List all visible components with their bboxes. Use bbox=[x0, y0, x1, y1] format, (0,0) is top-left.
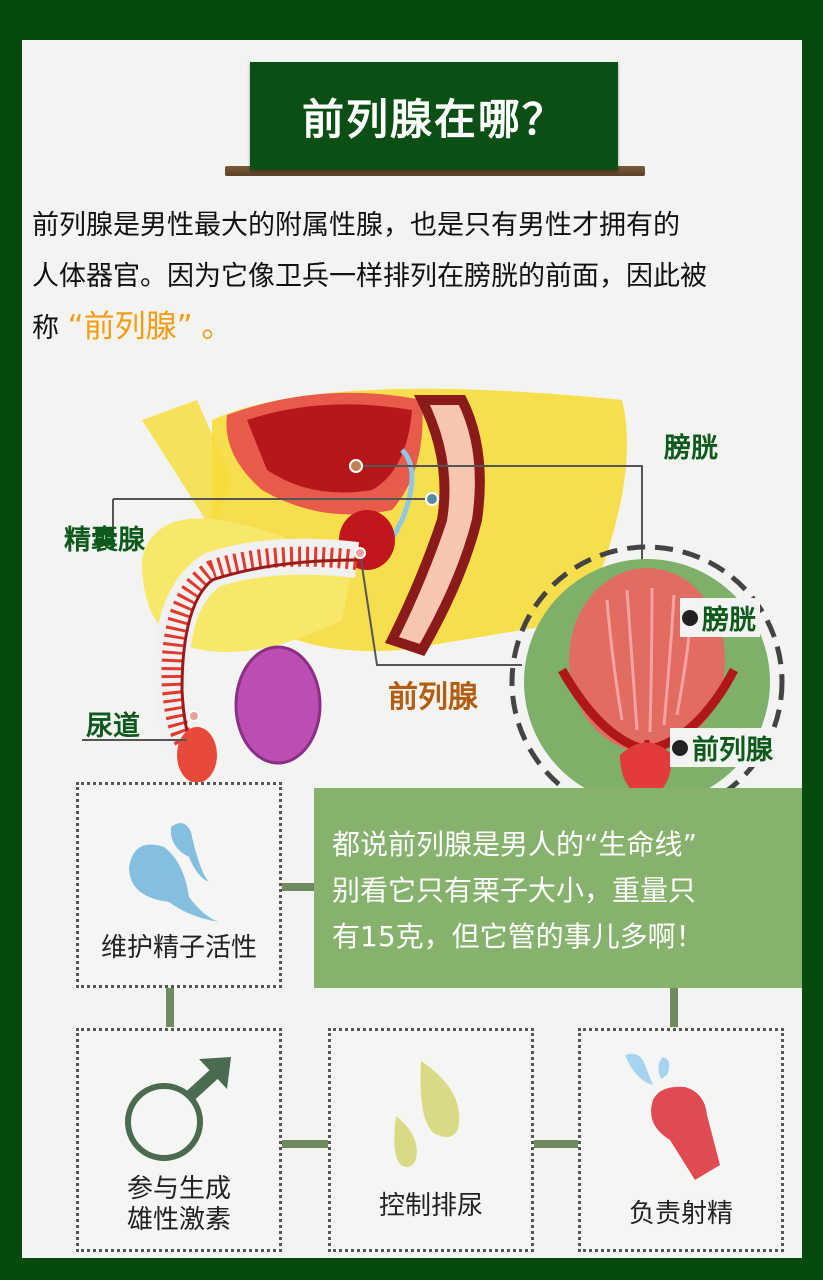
function-label: 控制排尿 bbox=[378, 1191, 483, 1221]
label-prostate: 前列腺 bbox=[388, 680, 478, 715]
function-card-hormone: 参与生成 雄性激素 bbox=[76, 1028, 282, 1252]
label-urethra: 尿道 bbox=[86, 711, 140, 742]
callout-box: 都说前列腺是男人的“生命线” 别看它只有栗子大小，重量只 有15克，但它管的事儿… bbox=[314, 788, 802, 988]
pubic-bone-shape bbox=[142, 400, 232, 530]
function-label: 维护精子活性 bbox=[100, 933, 257, 963]
title-board: 前列腺在哪？ bbox=[250, 62, 618, 170]
inset-label-prostate: 前列腺 bbox=[670, 728, 777, 767]
function-card-ejaculation: 负责射精 bbox=[578, 1028, 784, 1252]
function-label: 参与生成 雄性激素 bbox=[126, 1174, 231, 1235]
bullet-icon bbox=[672, 739, 688, 756]
inset-dashed-ring bbox=[509, 544, 785, 800]
label-bladder: 膀胱 bbox=[664, 433, 718, 464]
ejaculation-icon bbox=[625, 1053, 720, 1180]
label-seminal-vesicle: 精囊腺 bbox=[64, 525, 145, 556]
anatomy-diagram bbox=[82, 388, 785, 800]
connector bbox=[670, 985, 678, 1027]
testicle-shape bbox=[234, 645, 322, 765]
infographic-panel: 前列腺在哪？ 前列腺是男性最大的附属性腺，也是只有男性才拥有的 人体器官。因为它… bbox=[22, 40, 802, 1258]
inset-label-bladder: 膀胱 bbox=[680, 598, 760, 637]
intro-line-3: 称 “前列腺” 。 bbox=[32, 309, 233, 345]
function-label: 负责射精 bbox=[628, 1199, 733, 1229]
bullet-icon bbox=[682, 609, 698, 626]
droplets-icon bbox=[394, 1061, 460, 1167]
intro-line-1: 前列腺是男性最大的附属性腺，也是只有男性才拥有的 bbox=[32, 210, 680, 241]
connector bbox=[532, 1140, 582, 1148]
connector bbox=[280, 1140, 330, 1148]
intro-line-2: 人体器官。因为它像卫兵一样排列在膀胱的前面，因此被 bbox=[32, 261, 707, 292]
male-symbol-icon bbox=[125, 1057, 231, 1161]
page-title: 前列腺在哪？ bbox=[301, 94, 566, 144]
connector bbox=[166, 985, 174, 1027]
function-card-sperm: 维护精子活性 bbox=[76, 782, 282, 988]
sperm-icon bbox=[129, 823, 219, 922]
function-card-urination: 控制排尿 bbox=[328, 1028, 534, 1252]
title-shelf bbox=[225, 166, 645, 176]
intro-paragraph: 前列腺是男性最大的附属性腺，也是只有男性才拥有的 人体器官。因为它像卫兵一样排列… bbox=[32, 200, 802, 354]
prostate-highlight: “前列腺” bbox=[67, 309, 193, 345]
connector bbox=[280, 883, 316, 891]
